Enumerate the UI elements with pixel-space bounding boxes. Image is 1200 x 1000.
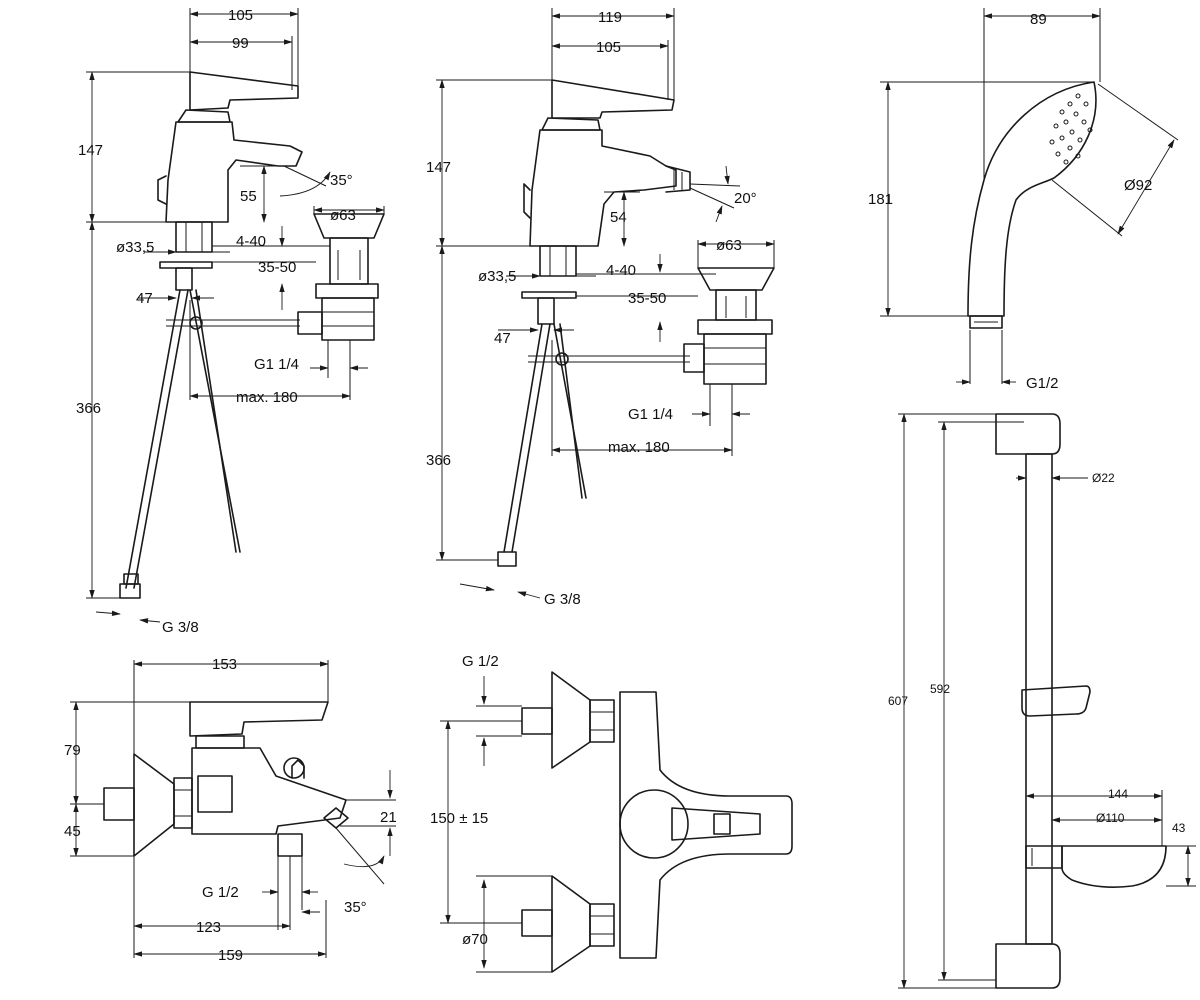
basin-r3550: 35-50 <box>258 259 296 276</box>
bath-w123: 123 <box>196 919 221 936</box>
bidet-g114: G1 1/4 <box>628 406 673 423</box>
bidet-r440: 4-40 <box>606 262 636 279</box>
bath-mixer-side-body <box>103 701 349 857</box>
bidet-w105: 105 <box>596 39 621 56</box>
basin-d33: ø33,5 <box>116 239 154 256</box>
basin-w99: 99 <box>232 35 249 52</box>
basin-dimensions <box>86 8 385 624</box>
shower-w89: 89 <box>1030 11 1047 28</box>
hand-shower-dimensions <box>880 8 1179 385</box>
rail-d110: Ø110 <box>1096 811 1125 825</box>
bath-w159: 159 <box>218 947 243 964</box>
rail-h607: 607 <box>888 694 908 708</box>
bath-side-dimensions <box>70 660 396 958</box>
shower-rail-dimensions <box>898 413 1196 989</box>
shower-rail-body <box>995 413 1167 989</box>
bidet-w119: 119 <box>598 9 622 26</box>
basin-h55: 55 <box>240 188 257 205</box>
shower-h181: 181 <box>868 191 893 208</box>
bath-mixer-front-body <box>521 671 793 973</box>
bath-mixer-front-view: G 1/2 150 ± 15 ø70 <box>430 653 793 973</box>
basin-mixer-view: 105 99 147 55 35° ø63 ø33,5 4-40 35-50 4… <box>76 7 385 636</box>
bath-h21: 21 <box>380 809 397 826</box>
bath-h45: 45 <box>64 823 81 840</box>
bath-front-dimensions <box>440 676 552 973</box>
basin-g38: G 3/8 <box>162 619 199 636</box>
bidet-mixer-view: 119 105 147 54 20° ø63 ø33,5 4-40 35-50 … <box>426 8 775 608</box>
front-g12: G 1/2 <box>462 653 499 670</box>
bidet-g38: G 3/8 <box>544 591 581 608</box>
rail-d22: Ø22 <box>1092 471 1115 485</box>
rail-h43: 43 <box>1172 821 1186 835</box>
bidet-h147: 147 <box>426 159 451 176</box>
front-c150: 150 ± 15 <box>430 810 488 827</box>
bidet-d33: ø33,5 <box>478 268 516 285</box>
bidet-mixer-body <box>497 79 775 567</box>
bidet-dimensions <box>436 8 775 599</box>
bidet-w47: 47 <box>494 330 511 347</box>
bidet-h54: 54 <box>610 209 627 226</box>
rail-w144: 144 <box>1108 787 1128 801</box>
hand-shower-body <box>967 81 1097 329</box>
bidet-r3550: 35-50 <box>628 290 666 307</box>
hand-shower-view: 89 181 Ø92 G1/2 <box>868 8 1179 392</box>
basin-w47: 47 <box>136 290 153 307</box>
basin-h366: 366 <box>76 400 101 417</box>
basin-w105: 105 <box>228 7 253 24</box>
bath-w153: 153 <box>212 656 237 673</box>
bidet-h366: 366 <box>426 452 451 469</box>
bath-g12: G 1/2 <box>202 884 239 901</box>
shower-g12: G1/2 <box>1026 375 1059 392</box>
shower-d92: Ø92 <box>1124 177 1152 194</box>
basin-angle35: 35° <box>330 172 353 189</box>
basin-mixer-body <box>119 71 385 599</box>
bidet-max180: max. 180 <box>608 439 670 456</box>
bath-angle35: 35° <box>344 899 367 916</box>
basin-g114: G1 1/4 <box>254 356 299 373</box>
bidet-angle20: 20° <box>734 190 757 207</box>
basin-r440: 4-40 <box>236 233 266 250</box>
bidet-d63: ø63 <box>716 237 742 254</box>
bath-mixer-side-view: 153 79 45 21 G 1/2 123 159 35° <box>64 656 397 964</box>
bath-h79: 79 <box>64 742 81 759</box>
basin-max180: max. 180 <box>236 389 298 406</box>
basin-d63: ø63 <box>330 207 356 224</box>
basin-h147: 147 <box>78 142 103 159</box>
front-d70: ø70 <box>462 931 488 948</box>
rail-h592: 592 <box>930 682 950 696</box>
shower-rail-view: 607 592 Ø22 144 Ø110 43 <box>888 413 1196 989</box>
